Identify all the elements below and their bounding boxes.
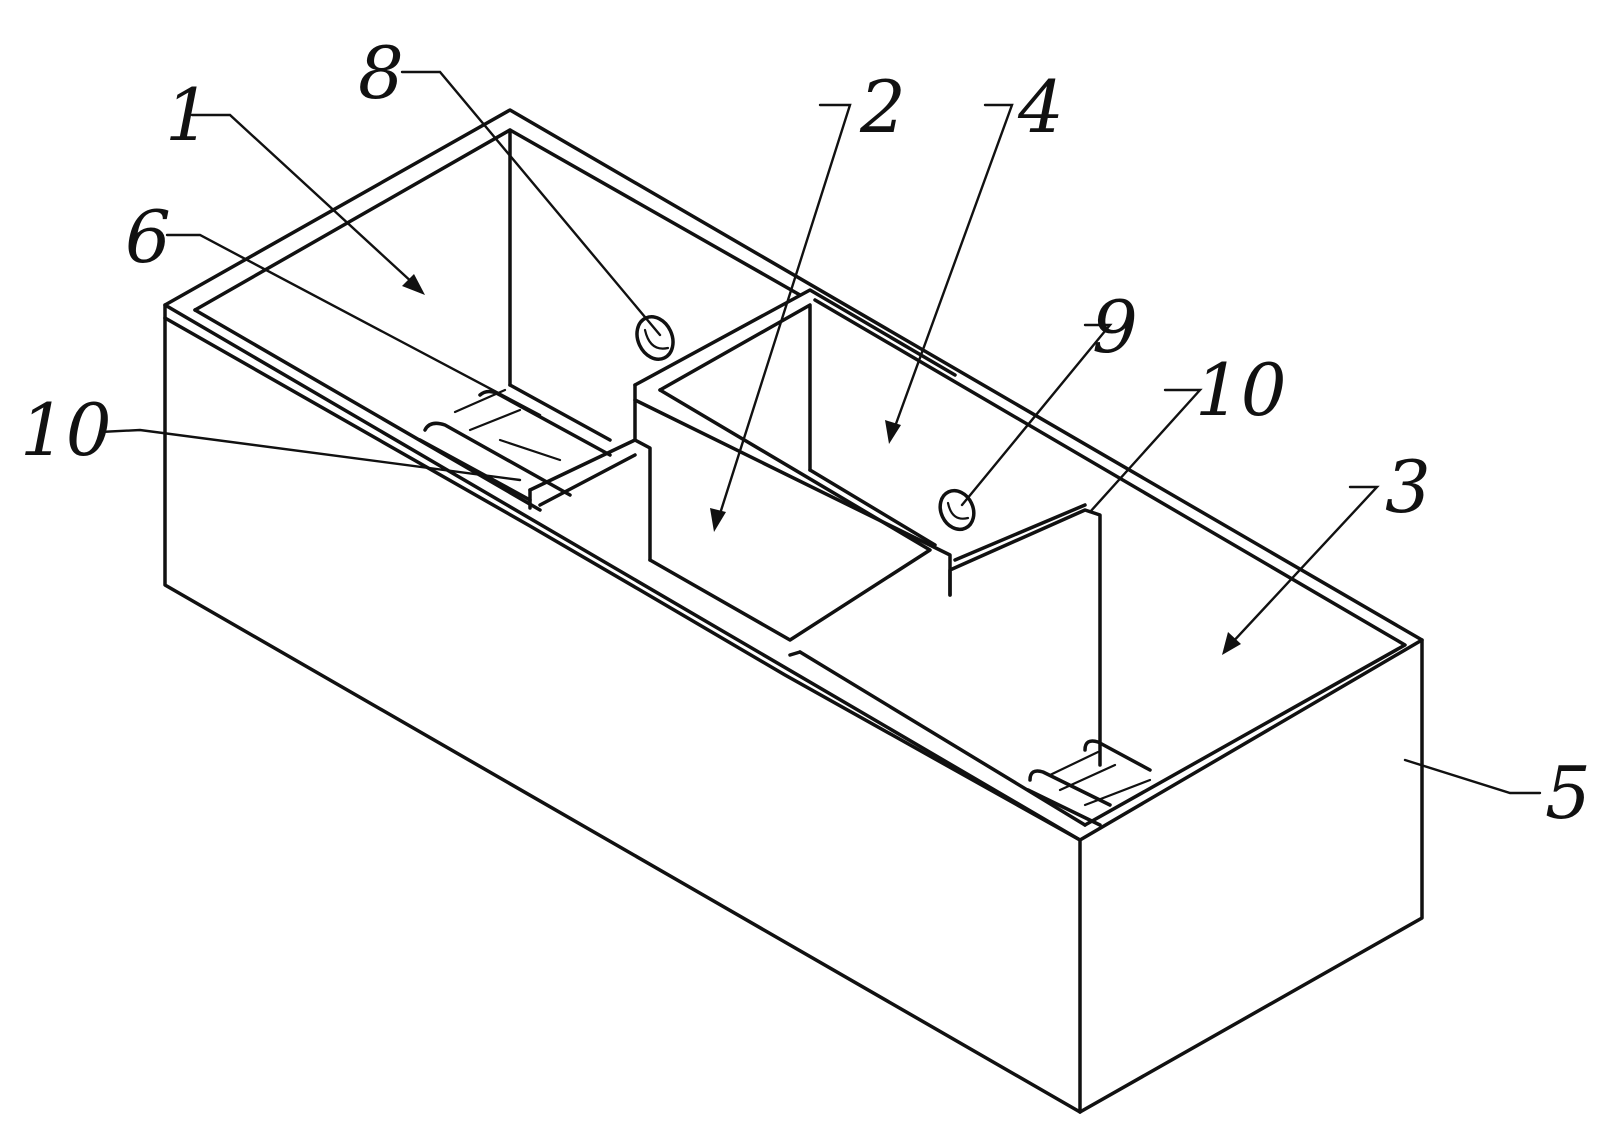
callout-6: 6 xyxy=(125,195,171,279)
leader-9 xyxy=(960,323,1113,507)
callout-10-right: 10 xyxy=(1195,348,1287,432)
middle-block-front-inner xyxy=(648,388,932,642)
front-rim-inner xyxy=(193,308,542,512)
port-8-inner xyxy=(643,328,670,350)
left-roller-1 xyxy=(478,389,612,457)
arrow-3 xyxy=(1222,632,1241,655)
arrow-2 xyxy=(710,508,726,532)
leader-5 xyxy=(1403,758,1542,795)
right-partition-top xyxy=(953,503,1087,562)
left-roller-frame xyxy=(508,383,612,442)
port-9-icon xyxy=(938,488,976,532)
callout-labels: 1 8 6 10 2 4 9 10 3 5 xyxy=(20,31,1591,835)
front-face xyxy=(163,303,1082,1114)
callout-1: 1 xyxy=(165,73,211,157)
left-roller-3 xyxy=(418,438,532,502)
right-partition xyxy=(948,508,1102,767)
outer-rim-inner-right xyxy=(813,298,1407,827)
arrow-4 xyxy=(885,420,901,444)
right-end-face xyxy=(1078,638,1424,1114)
callout-10-left: 10 xyxy=(20,388,112,472)
callout-4: 4 xyxy=(1017,65,1064,149)
callout-2: 2 xyxy=(859,65,906,149)
middle-floor-line xyxy=(808,468,937,547)
front-rim-inner-2 xyxy=(163,316,1082,842)
leader-2 xyxy=(716,103,852,522)
outer-box xyxy=(163,108,1424,1114)
callout-9: 9 xyxy=(1092,285,1138,369)
outer-rim-inner xyxy=(193,128,802,312)
callout-3: 3 xyxy=(1385,445,1431,529)
leader-1 xyxy=(190,113,417,287)
arrow-1 xyxy=(402,274,425,295)
front-rim-inner-3 xyxy=(798,650,1087,827)
right-partition-floor xyxy=(788,650,802,657)
leader-6 xyxy=(165,233,542,417)
middle-block-top-outer xyxy=(633,288,957,387)
leader-8 xyxy=(400,70,662,337)
middle-block-left xyxy=(633,383,652,562)
right-roller-1 xyxy=(1083,739,1152,772)
right-roller-bracket xyxy=(1048,750,1152,807)
right-roller-3 xyxy=(1026,788,1102,827)
leader-10-left xyxy=(98,428,522,482)
leader-4 xyxy=(891,103,1014,434)
middle-block-top-inner xyxy=(658,303,812,472)
right-rollers xyxy=(1026,739,1152,827)
leader-lines xyxy=(98,70,1542,795)
leader-10-right xyxy=(1088,388,1203,514)
left-roller-bracket xyxy=(453,388,562,462)
step-wall-left-2 xyxy=(538,453,637,507)
left-roller-2 xyxy=(423,421,572,497)
callout-8: 8 xyxy=(358,31,404,115)
port-8-icon xyxy=(635,315,675,361)
leader-3 xyxy=(1228,485,1380,647)
callout-5: 5 xyxy=(1545,751,1591,835)
port-9-inner xyxy=(946,501,970,520)
right-roller-2 xyxy=(1028,769,1112,807)
